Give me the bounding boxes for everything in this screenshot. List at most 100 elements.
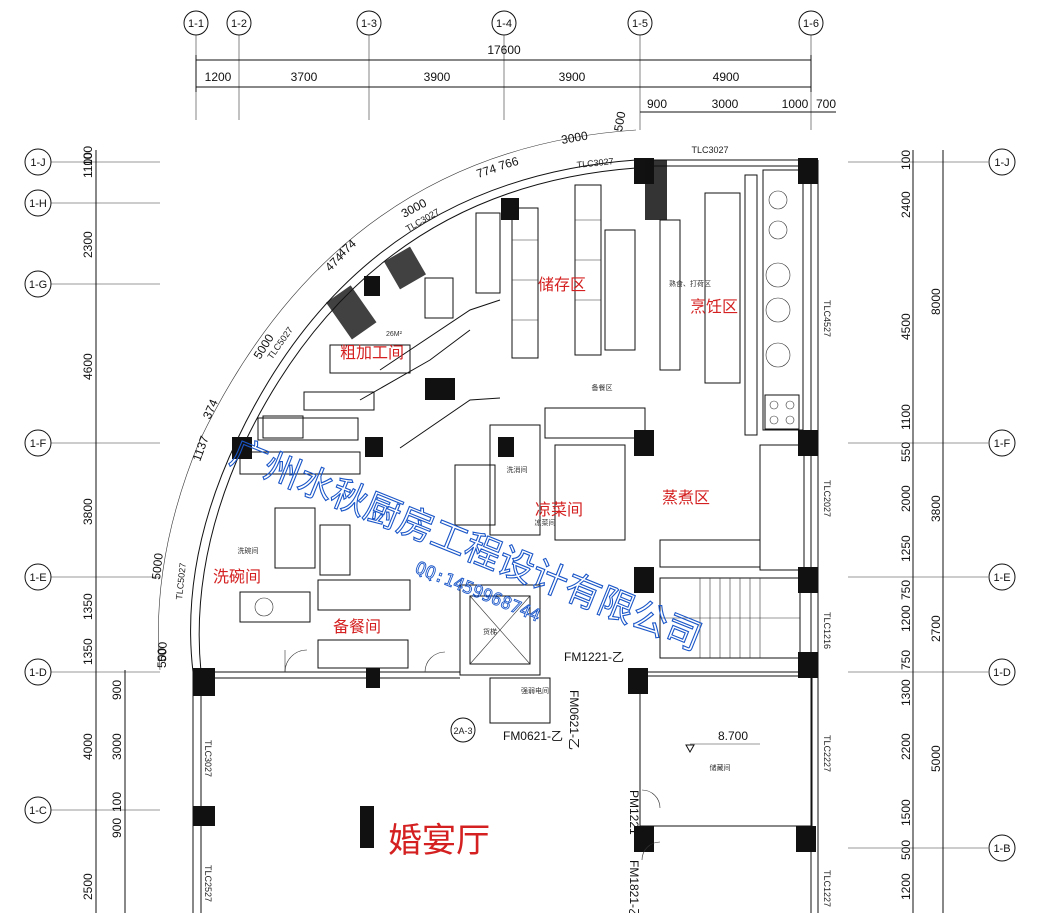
axis-bubble-left-1-C: 1-C	[24, 796, 160, 824]
svg-text:3900: 3900	[559, 70, 586, 84]
svg-text:1-J: 1-J	[994, 157, 1009, 169]
zone-cold-dish: 凉菜间	[535, 500, 583, 519]
zone-storage: 储存区	[538, 275, 586, 294]
axis-bubble-left-1-G: 1-G	[24, 270, 160, 298]
svg-text:3800: 3800	[929, 495, 943, 522]
svg-text:备餐区: 备餐区	[592, 383, 613, 392]
svg-text:4000: 4000	[81, 733, 95, 760]
svg-text:1-B: 1-B	[993, 843, 1010, 855]
axis-bubble-left-1-E: 1-E	[24, 563, 160, 591]
zone-prep: 备餐间	[333, 617, 381, 636]
watermark: 广州水秋厨房工程设计有限公司 QQ:1459968744	[224, 432, 708, 660]
axis-bubble-left-1-F: 1-F	[24, 429, 160, 457]
svg-text:750: 750	[899, 650, 913, 670]
svg-text:2000: 2000	[899, 485, 913, 512]
svg-text:1300: 1300	[899, 679, 913, 706]
svg-text:500: 500	[155, 641, 170, 662]
svg-text:强弱电间: 强弱电间	[521, 686, 549, 695]
small-room-labels: 备餐区 熟食、打荷区 洗消间 凉菜间 洗碗间 强弱电间 货梯 储藏间 26M²	[238, 279, 731, 772]
svg-text:TLC2527: TLC2527	[203, 865, 213, 902]
svg-text:FM1221-乙: FM1221-乙	[564, 650, 624, 664]
axis-bubble-1-5: 1-5	[627, 10, 653, 130]
svg-text:2200: 2200	[899, 733, 913, 760]
zone-labels: 粗加工间 储存区 烹饪区 凉菜间 蒸煮区 洗碗间 备餐间 婚宴厅	[213, 275, 738, 861]
axis-bubble-1-3: 1-3	[356, 10, 382, 120]
svg-text:1-3: 1-3	[361, 18, 377, 30]
svg-text:1-C: 1-C	[29, 805, 47, 817]
axis-bubble-right-1-J: 1-J	[848, 148, 1016, 176]
svg-text:4900: 4900	[713, 70, 740, 84]
axis-bubble-right-1-B: 1-B	[848, 834, 1016, 862]
svg-text:3900: 3900	[424, 70, 451, 84]
svg-text:洗消间: 洗消间	[507, 465, 528, 474]
top-axis-group: 1-1 1-2 1-3 1-4 1-5 1-6	[183, 10, 824, 130]
axis-bubble-left-1-J: 1-J	[24, 148, 160, 176]
svg-text:550: 550	[899, 442, 913, 462]
svg-text:PM1221: PM1221	[627, 790, 641, 835]
svg-text:TLC2027: TLC2027	[822, 480, 832, 517]
svg-text:3800: 3800	[81, 498, 95, 525]
svg-text:1-4: 1-4	[496, 18, 512, 30]
left-axis-group: 1-J 1-H 1-G 1-F 1-E 1-D	[24, 148, 160, 824]
svg-text:TLC5027: TLC5027	[174, 562, 188, 600]
svg-text:1350: 1350	[81, 638, 95, 665]
axis-bubble-left-1-D: 1-D	[24, 658, 160, 686]
axis-bubble-1-4: 1-4	[491, 10, 517, 120]
svg-text:1000: 1000	[782, 97, 809, 111]
svg-text:1250: 1250	[899, 535, 913, 562]
svg-text:774: 774	[475, 161, 499, 181]
svg-text:TLC1216: TLC1216	[822, 612, 832, 649]
axis-bubble-left-1-H: 1-H	[24, 189, 160, 217]
svg-text:8000: 8000	[929, 288, 943, 315]
svg-text:100: 100	[899, 150, 913, 170]
svg-text:3700: 3700	[291, 70, 318, 84]
elevation-mark: 8.700	[685, 729, 760, 754]
svg-text:374: 374	[200, 397, 221, 421]
axis-bubble-right-1-E: 1-E	[848, 563, 1016, 591]
svg-text:1-F: 1-F	[30, 438, 47, 450]
svg-text:1200: 1200	[899, 873, 913, 900]
svg-text:1-F: 1-F	[994, 438, 1011, 450]
axis-bubble-right-1-F: 1-F	[848, 429, 1016, 457]
svg-text:100: 100	[110, 792, 124, 812]
svg-text:900: 900	[110, 680, 124, 700]
zone-rough-processing: 粗加工间	[340, 343, 404, 362]
svg-text:熟食、打荷区: 熟食、打荷区	[669, 279, 711, 288]
svg-text:2500: 2500	[81, 873, 95, 900]
svg-text:1-G: 1-G	[29, 279, 47, 291]
svg-text:1200: 1200	[899, 605, 913, 632]
structural-columns	[193, 158, 818, 852]
svg-text:100: 100	[81, 146, 95, 166]
window-labels: TLC3027 TLC3027 TLC3027 TLC5027 TLC5027 …	[174, 145, 832, 907]
svg-text:1-D: 1-D	[29, 667, 47, 679]
svg-text:900: 900	[647, 97, 667, 111]
door-labels: FM1221-乙 FM0621-乙 FM0621-乙 FM1821-乙 PM12…	[503, 650, 641, 913]
right-axis-group: 1-J 1-F 1-E 1-D 1-B	[848, 148, 1016, 862]
svg-text:1-6: 1-6	[803, 18, 819, 30]
svg-text:750: 750	[899, 580, 913, 600]
right-dimensions: 100 2400 8000 4500 1100 550 2000 3800 12…	[899, 150, 944, 913]
svg-text:TLC3027: TLC3027	[203, 740, 213, 777]
svg-text:1100: 1100	[81, 152, 95, 178]
svg-text:TLC4527: TLC4527	[822, 300, 832, 337]
svg-text:1-H: 1-H	[29, 198, 47, 210]
left-dimensions: 1100 100 2300 4600 3800 1350 1350 500 40…	[81, 146, 169, 913]
svg-text:1-5: 1-5	[632, 18, 648, 30]
zone-steam: 蒸煮区	[662, 488, 710, 507]
svg-text:2700: 2700	[929, 615, 943, 642]
svg-text:FM0621-乙: FM0621-乙	[567, 690, 581, 750]
svg-text:1-1: 1-1	[188, 18, 204, 30]
svg-text:货梯: 货梯	[483, 627, 497, 636]
svg-text:1-2: 1-2	[231, 18, 247, 30]
building-outline	[190, 159, 819, 913]
zone-dish-wash: 洗碗间	[213, 567, 261, 586]
svg-text:4600: 4600	[81, 353, 95, 380]
axis-bubble-right-1-D: 1-D	[848, 658, 1016, 686]
svg-text:5000: 5000	[929, 745, 943, 772]
svg-text:1500: 1500	[899, 799, 913, 826]
svg-text:储藏间: 储藏间	[710, 763, 731, 772]
axis-bubble-1-1: 1-1	[183, 10, 209, 120]
svg-text:500: 500	[155, 648, 169, 668]
watermark-company: 广州水秋厨房工程设计有限公司	[225, 432, 708, 659]
